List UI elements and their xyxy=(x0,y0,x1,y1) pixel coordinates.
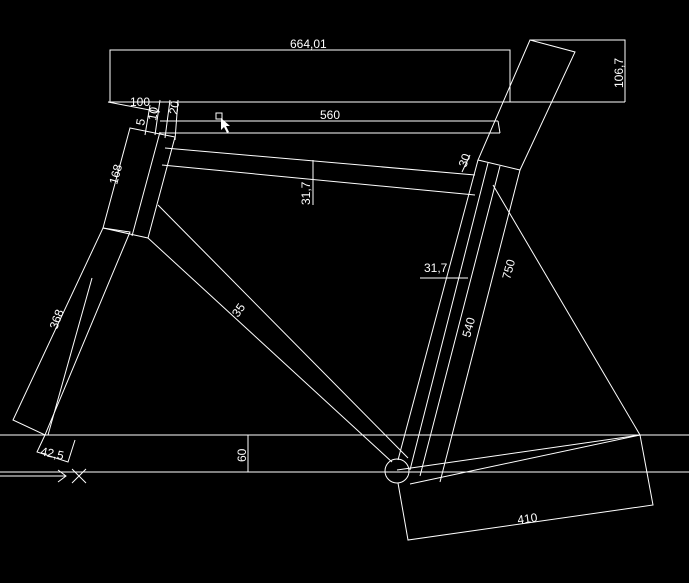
headset-lower-label: 5 xyxy=(133,117,148,126)
stack-dimension: 106,7 xyxy=(530,39,626,102)
stem-offset-label: 100 xyxy=(130,95,150,109)
headset-top-label: 10 xyxy=(145,106,161,122)
fork-length-label: 368 xyxy=(47,307,67,331)
bb-drop-label: 60 xyxy=(235,448,249,462)
top-tube-diameter-label: 31,7 xyxy=(299,181,313,205)
head-tube: 168 xyxy=(102,127,176,239)
seat-tube: 31,7 540 750 xyxy=(397,159,521,483)
down-tube: 35 xyxy=(147,204,409,463)
seat-tube-length-label: 540 xyxy=(459,315,478,338)
mouse-cursor-icon xyxy=(215,112,230,133)
down-tube-label: 35 xyxy=(229,300,248,319)
seat-height-label: 750 xyxy=(499,257,518,280)
headset-dimensions: 100 10 20 5 xyxy=(107,95,182,141)
reach-dimension: 664,01 xyxy=(108,37,625,103)
reach-label: 664,01 xyxy=(290,37,327,51)
fork: 368 42,5 xyxy=(12,227,131,463)
chainstay-label: 410 xyxy=(516,510,538,527)
top-tube-offset-label: 30 xyxy=(456,151,474,169)
ucs-arrow-icon xyxy=(0,468,87,484)
headset-spacer-label: 20 xyxy=(166,100,182,116)
bottom-bracket xyxy=(384,458,410,484)
seat-tube-diameter-label: 31,7 xyxy=(424,261,448,275)
top-tube-length-label: 560 xyxy=(320,108,340,122)
seatpost xyxy=(477,39,576,171)
rear-triangle: 410 xyxy=(396,184,654,541)
stack-label: 106,7 xyxy=(612,58,626,88)
head-tube-label: 168 xyxy=(106,162,125,185)
top-tube-length-dimension: 560 xyxy=(160,108,501,134)
fork-offset-label: 42,5 xyxy=(39,444,65,463)
top-tube: 31,7 30 xyxy=(161,147,476,205)
ground-lines: 60 xyxy=(0,434,689,473)
